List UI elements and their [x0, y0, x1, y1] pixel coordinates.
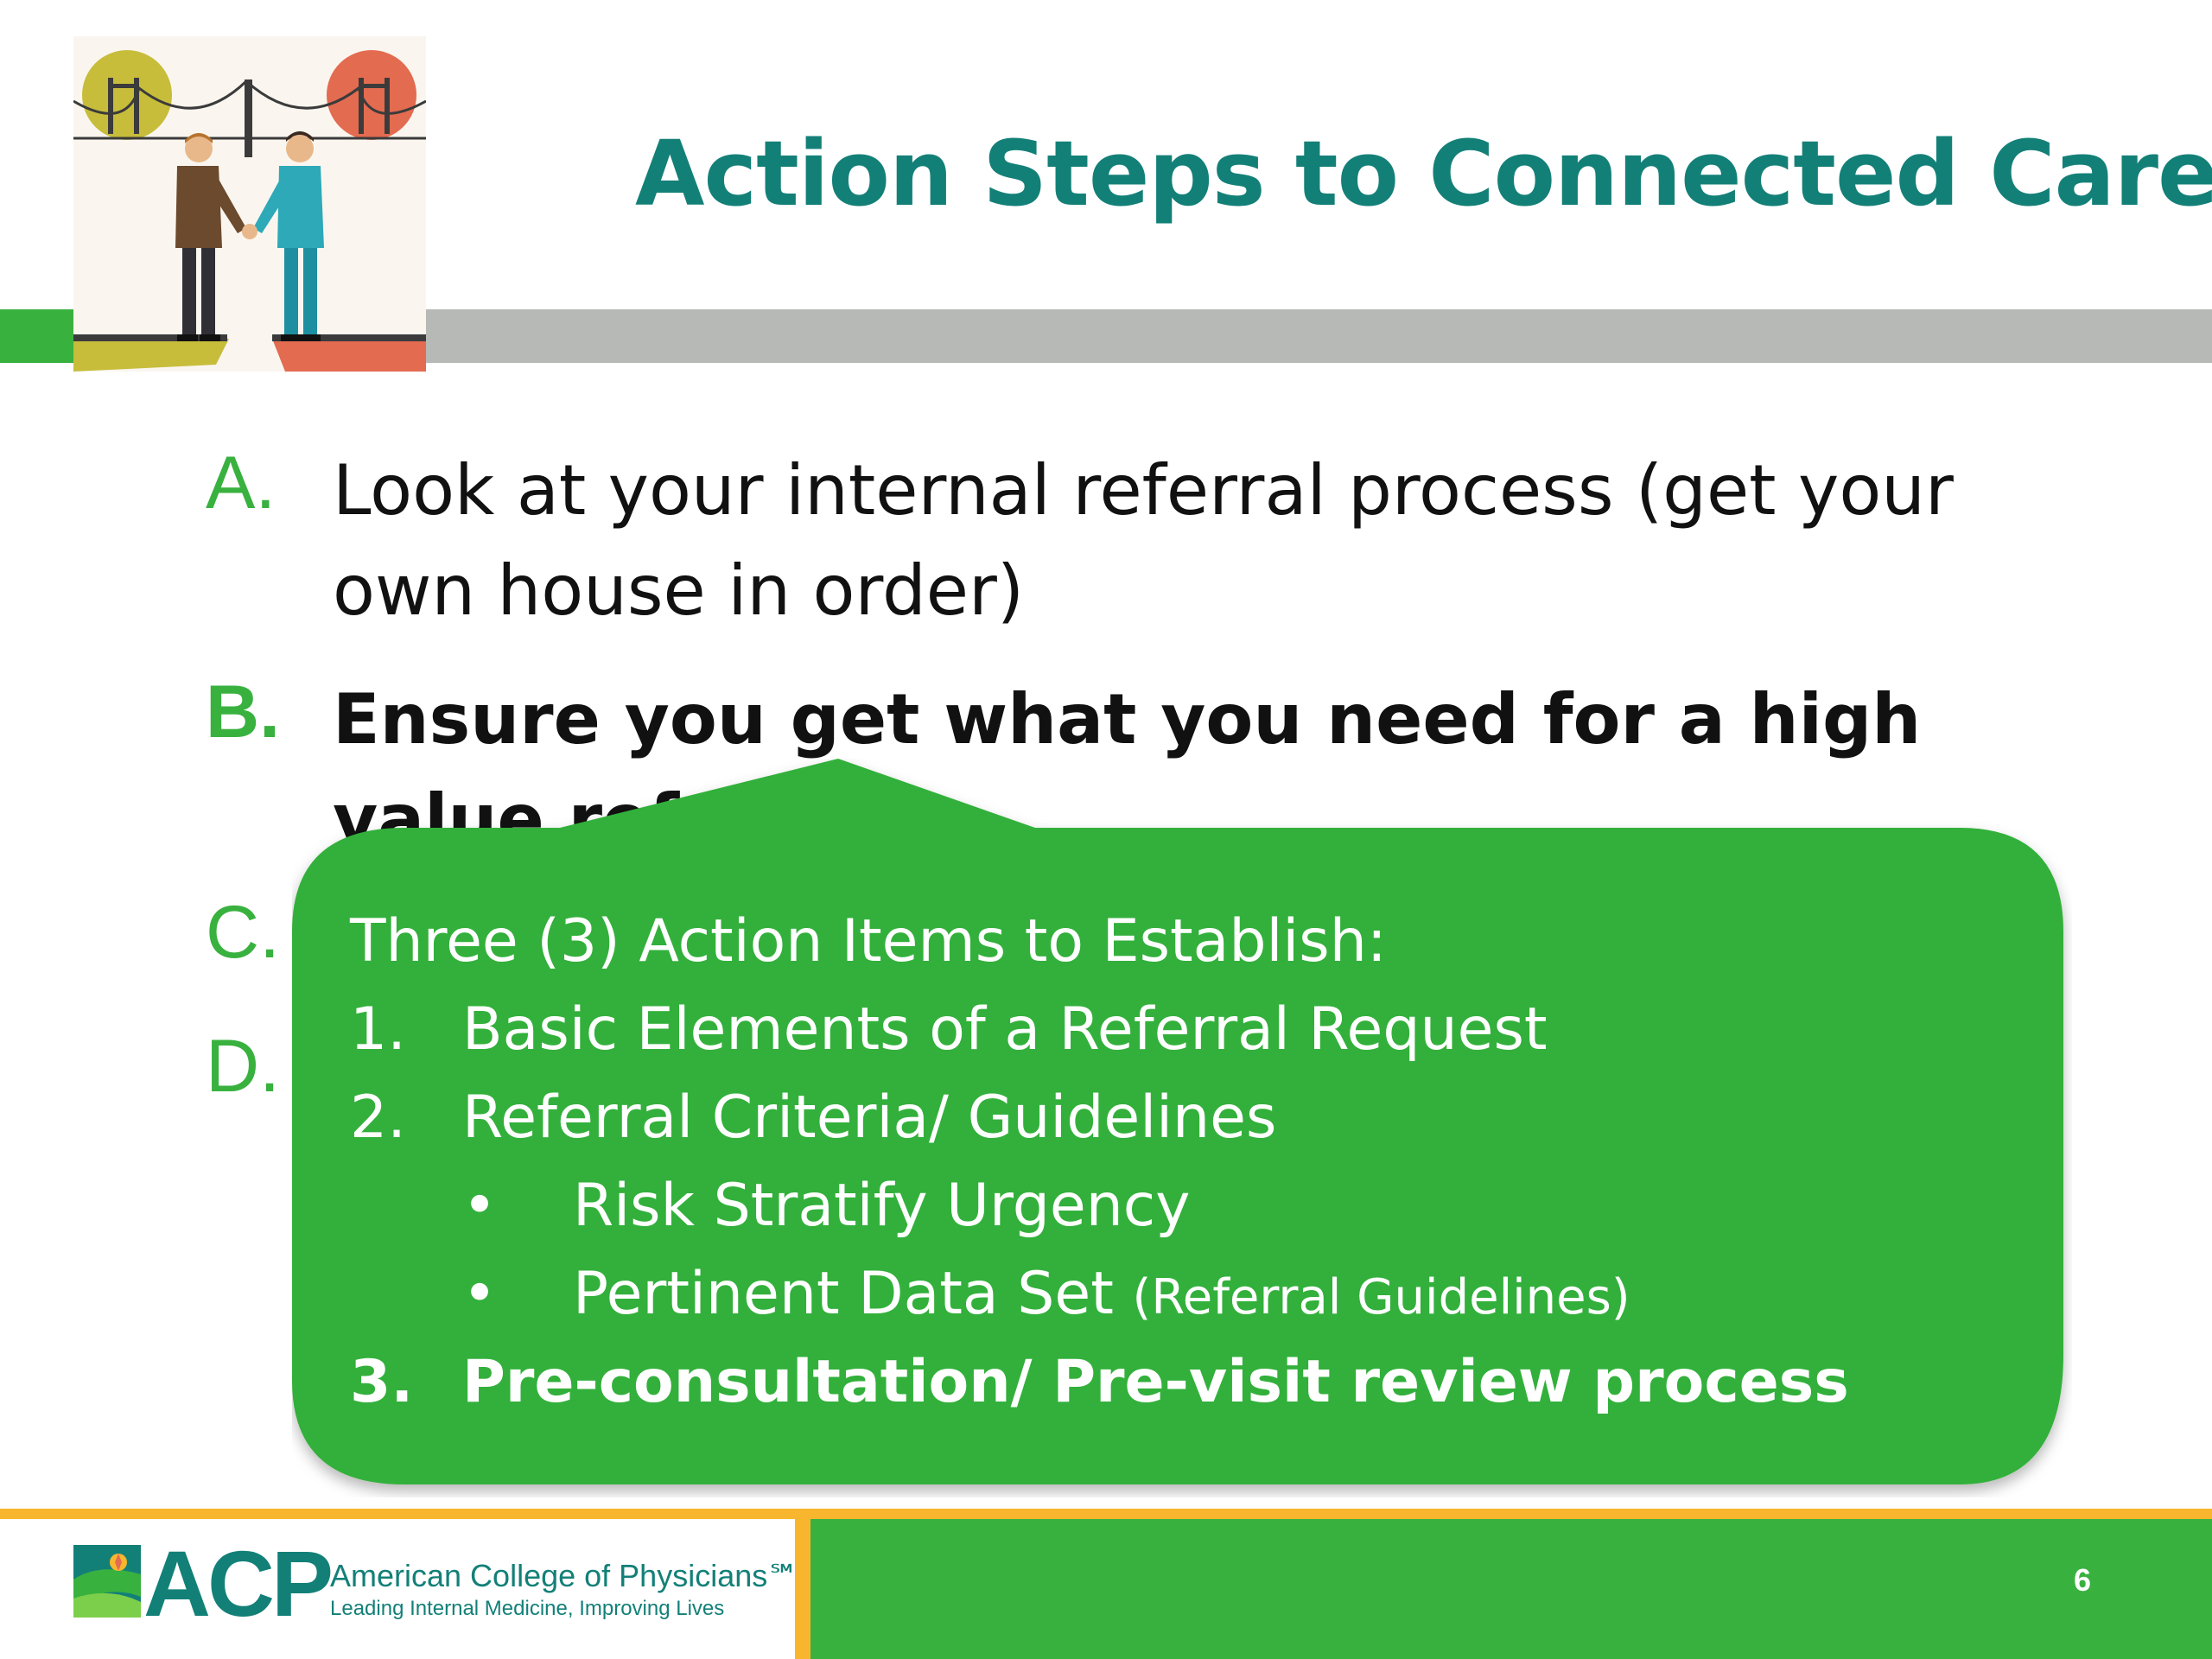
callout-heading-text: Three (3) Action Items to Establish:	[350, 907, 1387, 976]
callout-heading: Three (3) Action Items to Establish:	[350, 899, 1387, 985]
footer-green-area	[810, 1519, 2212, 1659]
list-marker-c: C.	[206, 891, 280, 974]
callout-bubble	[292, 759, 2063, 1484]
footer-divider	[795, 1519, 810, 1659]
list-item-a-text: Look at your internal referral process (…	[333, 450, 1954, 631]
callout-list-num-2: 2.	[350, 1084, 406, 1152]
callout-bullet-main-2: Pertinent Data Set	[573, 1260, 1114, 1328]
callout-bullet-text-2: Pertinent Data Set (Referral Guidelines)	[573, 1251, 1630, 1341]
org-name: American College of Physicians℠	[330, 1558, 799, 1593]
callout-list-text-1: Basic Elements of a Referral Request	[462, 995, 1548, 1064]
callout-list-text-2: Referral Criteria/ Guidelines	[462, 1084, 1277, 1152]
callout-list-num-3: 3.	[350, 1348, 414, 1416]
footer-top-line	[0, 1509, 2212, 1519]
callout-bullet-note-2: (Referral Guidelines)	[1132, 1269, 1630, 1325]
org-tagline: Leading Internal Medicine, Improving Liv…	[330, 1597, 725, 1620]
list-marker-a: A.	[206, 442, 276, 524]
list-marker-d: D.	[206, 1025, 280, 1108]
header-band-gray	[425, 309, 2212, 363]
callout-bullet-text-1: Risk Stratify Urgency	[573, 1172, 1191, 1240]
callout-list-num-1: 1.	[350, 995, 406, 1064]
page-number: 6	[2073, 1562, 2092, 1598]
header-band-accent	[0, 309, 78, 363]
list-marker-b: B.	[206, 671, 280, 753]
bullet-icon: •	[462, 1172, 498, 1240]
callout-list-text-3: Pre-consultation/ Pre-visit review proce…	[462, 1348, 1849, 1416]
acp-logo-icon	[73, 1545, 141, 1618]
bullet-icon: •	[462, 1260, 498, 1328]
acp-logo-text: ACP	[143, 1531, 334, 1636]
handshake-bridge-illustration	[73, 36, 426, 372]
page-title: Action Steps to Connected Care	[635, 121, 2212, 226]
